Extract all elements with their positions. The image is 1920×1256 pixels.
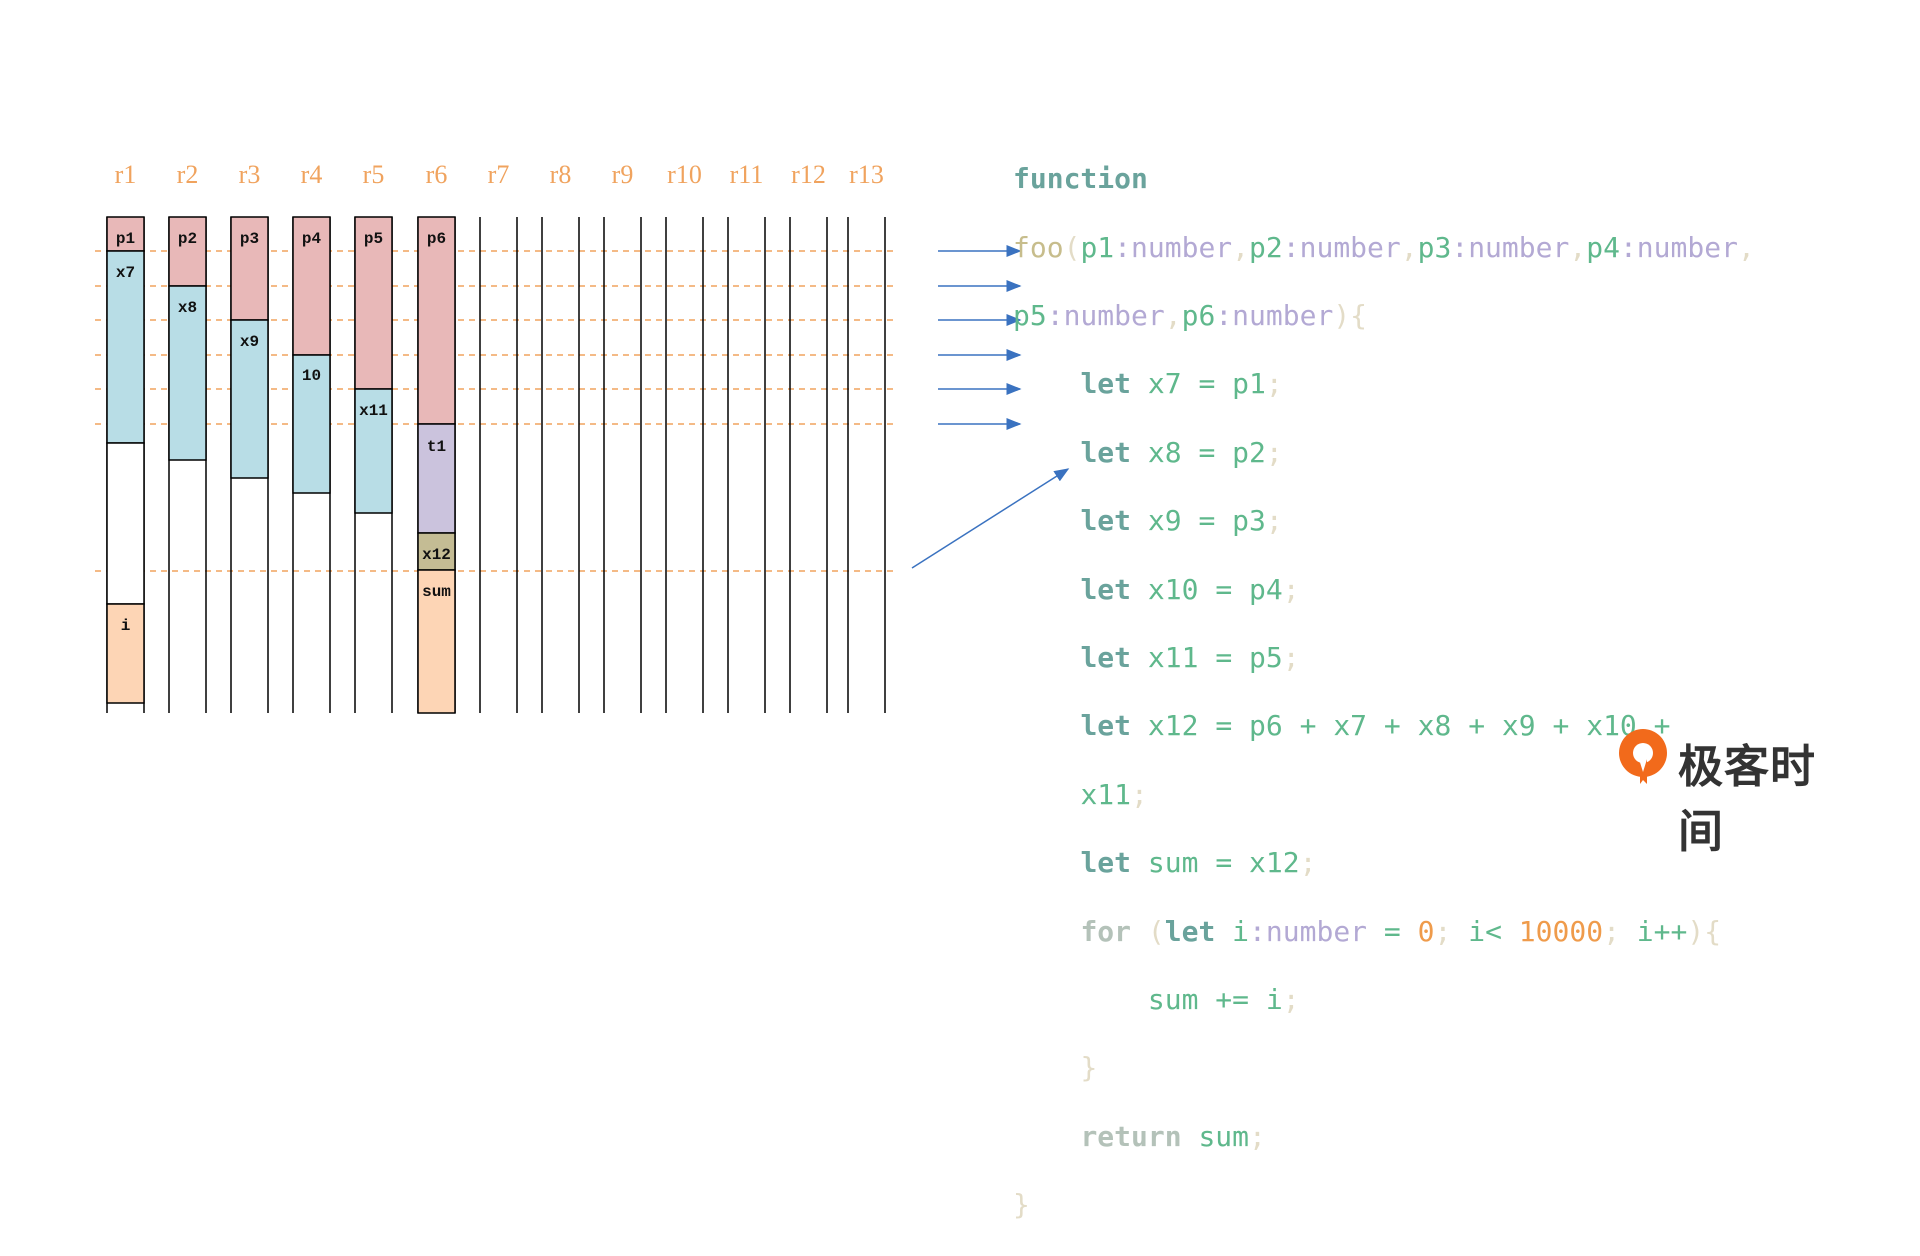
- param-p2: p2: [1249, 230, 1283, 264]
- register-cell: [230, 319, 269, 479]
- let-keyword: let: [1080, 640, 1132, 674]
- register-label-r13: r13: [849, 160, 884, 189]
- code-line-6: let x9 = p3;: [1080, 504, 1283, 538]
- for-keyword: for: [1080, 914, 1132, 948]
- geektime-logo-icon: [1619, 729, 1667, 784]
- code-line-5: let x8 = p2;: [1080, 435, 1283, 469]
- code-line-12: for (let i:number = 0; i< 10000; i++){: [1080, 914, 1722, 948]
- type-number: number: [1232, 298, 1334, 332]
- register-label-r5: r5: [362, 160, 385, 189]
- let-keyword: let: [1080, 709, 1132, 743]
- code-line-10: x11;: [1080, 777, 1148, 811]
- code-block: function foo(p1:number,p2:number,p3:numb…: [1013, 128, 1755, 1256]
- register-cell: [168, 285, 207, 461]
- dashed-lines: [95, 250, 898, 572]
- logo-text: 极客时间: [1678, 740, 1817, 858]
- register-cell: [417, 569, 456, 714]
- code-line-13: sum += i;: [1147, 982, 1300, 1016]
- register-cell: [417, 423, 456, 534]
- register-label-r11: r11: [729, 160, 764, 189]
- cell-label: p5: [364, 230, 383, 248]
- register-label-r12: r12: [791, 160, 826, 189]
- code-line-15: return sum;: [1080, 1119, 1266, 1153]
- let-keyword: let: [1080, 367, 1132, 401]
- code-line-14: }: [1080, 1051, 1098, 1085]
- type-number: number: [1063, 298, 1165, 332]
- cell-label: x11: [359, 402, 388, 420]
- geektime-logo: 极客时间: [1616, 726, 1860, 858]
- register-label-r1: r1: [114, 160, 137, 189]
- param-p3: p3: [1417, 230, 1452, 264]
- register-cells: p1 x7 i p2 x8 p3 x9 p4 10 p5 x11 p6 t1 x12 sum: [106, 216, 456, 714]
- register-label-r9: r9: [611, 160, 634, 189]
- code-line-3: p5:number,p6:number){: [1013, 298, 1368, 332]
- register-label-r6: r6: [425, 160, 448, 189]
- cell-label: t1: [427, 438, 446, 456]
- let-keyword: let: [1080, 435, 1132, 469]
- arrow: [911, 468, 1070, 569]
- register-cell: [292, 354, 331, 494]
- register-cell: [292, 216, 331, 356]
- register-label-r4: r4: [300, 160, 323, 189]
- register-label-r10: r10: [667, 160, 702, 189]
- code-line-7: let x10 = p4;: [1080, 572, 1300, 606]
- cell-label: x7: [116, 264, 135, 282]
- register-cell: [106, 442, 145, 605]
- register-allocation-diagram: p1 x7 i p2 x8 p3 x9 p4 10 p5 x11 p6 t1 x12 sum: [95, 216, 1070, 714]
- type-number: number: [1636, 230, 1738, 264]
- register-cell: [417, 216, 456, 425]
- cell-label: p6: [427, 230, 446, 248]
- param-p1: p1: [1080, 230, 1115, 264]
- cell-label: x12: [422, 546, 451, 564]
- let-keyword: let: [1080, 846, 1132, 880]
- code-line-1: function: [1013, 162, 1755, 196]
- code-line-16: }: [1013, 1188, 1030, 1222]
- register-lines: [106, 217, 886, 713]
- type-number: number: [1299, 230, 1401, 264]
- code-line-2: foo(p1:number,p2:number,p3:number,p4:num…: [1013, 230, 1755, 264]
- cell-label: p4: [302, 230, 322, 248]
- type-number: number: [1468, 230, 1570, 264]
- param-p5: p5: [1013, 298, 1047, 332]
- register-label-r2: r2: [176, 160, 199, 189]
- register-label-r3: r3: [238, 160, 261, 189]
- register-cell: [168, 216, 207, 287]
- arrows: [911, 245, 1070, 569]
- cell-label: i: [121, 617, 131, 635]
- cell-label: 10: [302, 367, 321, 385]
- register-label-r7: r7: [487, 160, 510, 189]
- let-keyword: let: [1080, 504, 1132, 538]
- cell-label: p2: [178, 230, 197, 248]
- function-name: foo: [1013, 230, 1064, 264]
- cell-label: p3: [240, 230, 259, 248]
- function-keyword: function: [1013, 162, 1148, 196]
- return-keyword: return: [1080, 1119, 1182, 1153]
- cell-label: x8: [178, 299, 197, 317]
- code-line-8: let x11 = p5;: [1080, 640, 1300, 674]
- cell-label: x9: [240, 333, 259, 351]
- code-line-11: let sum = x12;: [1080, 846, 1317, 880]
- cell-label: sum: [422, 583, 451, 601]
- param-p4: p4: [1586, 230, 1620, 264]
- type-number: number: [1131, 230, 1233, 264]
- let-keyword: let: [1164, 914, 1216, 948]
- register-cell: [354, 388, 393, 514]
- register-label-r8: r8: [549, 160, 572, 189]
- code-line-9: let x12 = p6 + x7 + x8 + x9 + x10 +: [1080, 709, 1671, 743]
- register-cell: [106, 603, 145, 704]
- param-p6: p6: [1181, 298, 1216, 332]
- cell-label: p1: [116, 230, 135, 248]
- code-line-4: let x7 = p1;: [1080, 367, 1283, 401]
- register-cell: [230, 216, 269, 321]
- let-keyword: let: [1080, 572, 1132, 606]
